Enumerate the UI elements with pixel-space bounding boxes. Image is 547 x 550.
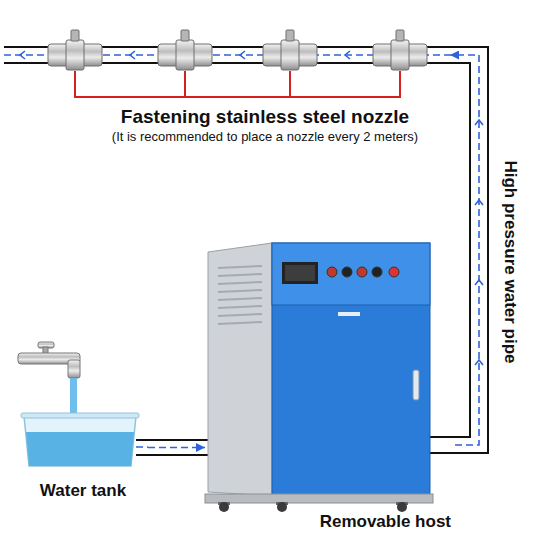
faucet bbox=[68, 360, 80, 378]
flow-line bbox=[240, 51, 245, 59]
nozzle bbox=[48, 30, 427, 70]
host-cabinet bbox=[338, 312, 360, 316]
nozzle bbox=[286, 30, 294, 41]
host-cabinet bbox=[357, 267, 367, 277]
bracket bbox=[289, 71, 291, 97]
host-cabinet bbox=[285, 265, 315, 281]
host-cabinet bbox=[218, 266, 262, 324]
host-cabinet bbox=[389, 267, 399, 277]
host-cabinet bbox=[218, 282, 262, 284]
pipe-label: High pressure water pipe bbox=[500, 157, 520, 366]
node-label: Water tank bbox=[40, 480, 126, 501]
faucet bbox=[18, 342, 80, 378]
water-tank: Water tank bbox=[18, 335, 148, 505]
host-cabinet bbox=[282, 262, 318, 284]
host-cabinet bbox=[272, 243, 430, 496]
bracket bbox=[75, 71, 400, 97]
host-cabinet bbox=[277, 502, 287, 512]
host-cabinet bbox=[218, 266, 262, 268]
bracket bbox=[184, 71, 186, 97]
host-cabinet bbox=[372, 267, 382, 277]
nozzle bbox=[396, 30, 404, 41]
water-flow bbox=[450, 55, 479, 445]
tank-basin bbox=[21, 413, 139, 418]
host-machine: Removable host bbox=[205, 238, 455, 532]
flow-line bbox=[130, 51, 135, 59]
flow-line bbox=[136, 446, 148, 448]
water-flow bbox=[148, 447, 205, 449]
node-note: (It is recommended to place a nozzle eve… bbox=[112, 129, 418, 145]
tank-basin bbox=[24, 416, 136, 466]
host-cabinet bbox=[218, 274, 262, 276]
nozzle bbox=[176, 40, 194, 70]
host-cabinet bbox=[208, 243, 272, 496]
node-label: Fastening stainless steel nozzle bbox=[121, 105, 409, 129]
pipe-wall bbox=[136, 439, 208, 441]
flow-line bbox=[20, 51, 25, 59]
host-cabinet bbox=[218, 322, 262, 324]
pipe-wall bbox=[136, 454, 208, 456]
nozzle-group: Fastening stainless steel nozzle(It is r… bbox=[80, 25, 450, 145]
host-cabinet bbox=[272, 243, 430, 305]
nozzle bbox=[66, 40, 84, 70]
node-label: Removable host bbox=[320, 511, 451, 532]
host-cabinet bbox=[327, 267, 337, 277]
host-cabinet bbox=[397, 502, 407, 512]
host-cabinet bbox=[205, 494, 433, 503]
tank-basin bbox=[21, 413, 139, 466]
host-cabinet bbox=[218, 298, 262, 300]
flow-line bbox=[345, 51, 350, 59]
host-cabinet bbox=[205, 243, 433, 512]
tank-basin bbox=[26, 432, 134, 466]
nozzle bbox=[391, 40, 409, 70]
nozzle bbox=[281, 40, 299, 70]
host-cabinet bbox=[218, 290, 262, 292]
nozzle bbox=[71, 30, 79, 41]
nozzle bbox=[181, 30, 189, 41]
bracket bbox=[75, 71, 400, 97]
host-cabinet bbox=[342, 267, 352, 277]
host-cabinet bbox=[413, 370, 419, 400]
host-cabinet bbox=[218, 314, 262, 316]
host-cabinet bbox=[219, 502, 229, 512]
host-cabinet bbox=[218, 306, 262, 308]
